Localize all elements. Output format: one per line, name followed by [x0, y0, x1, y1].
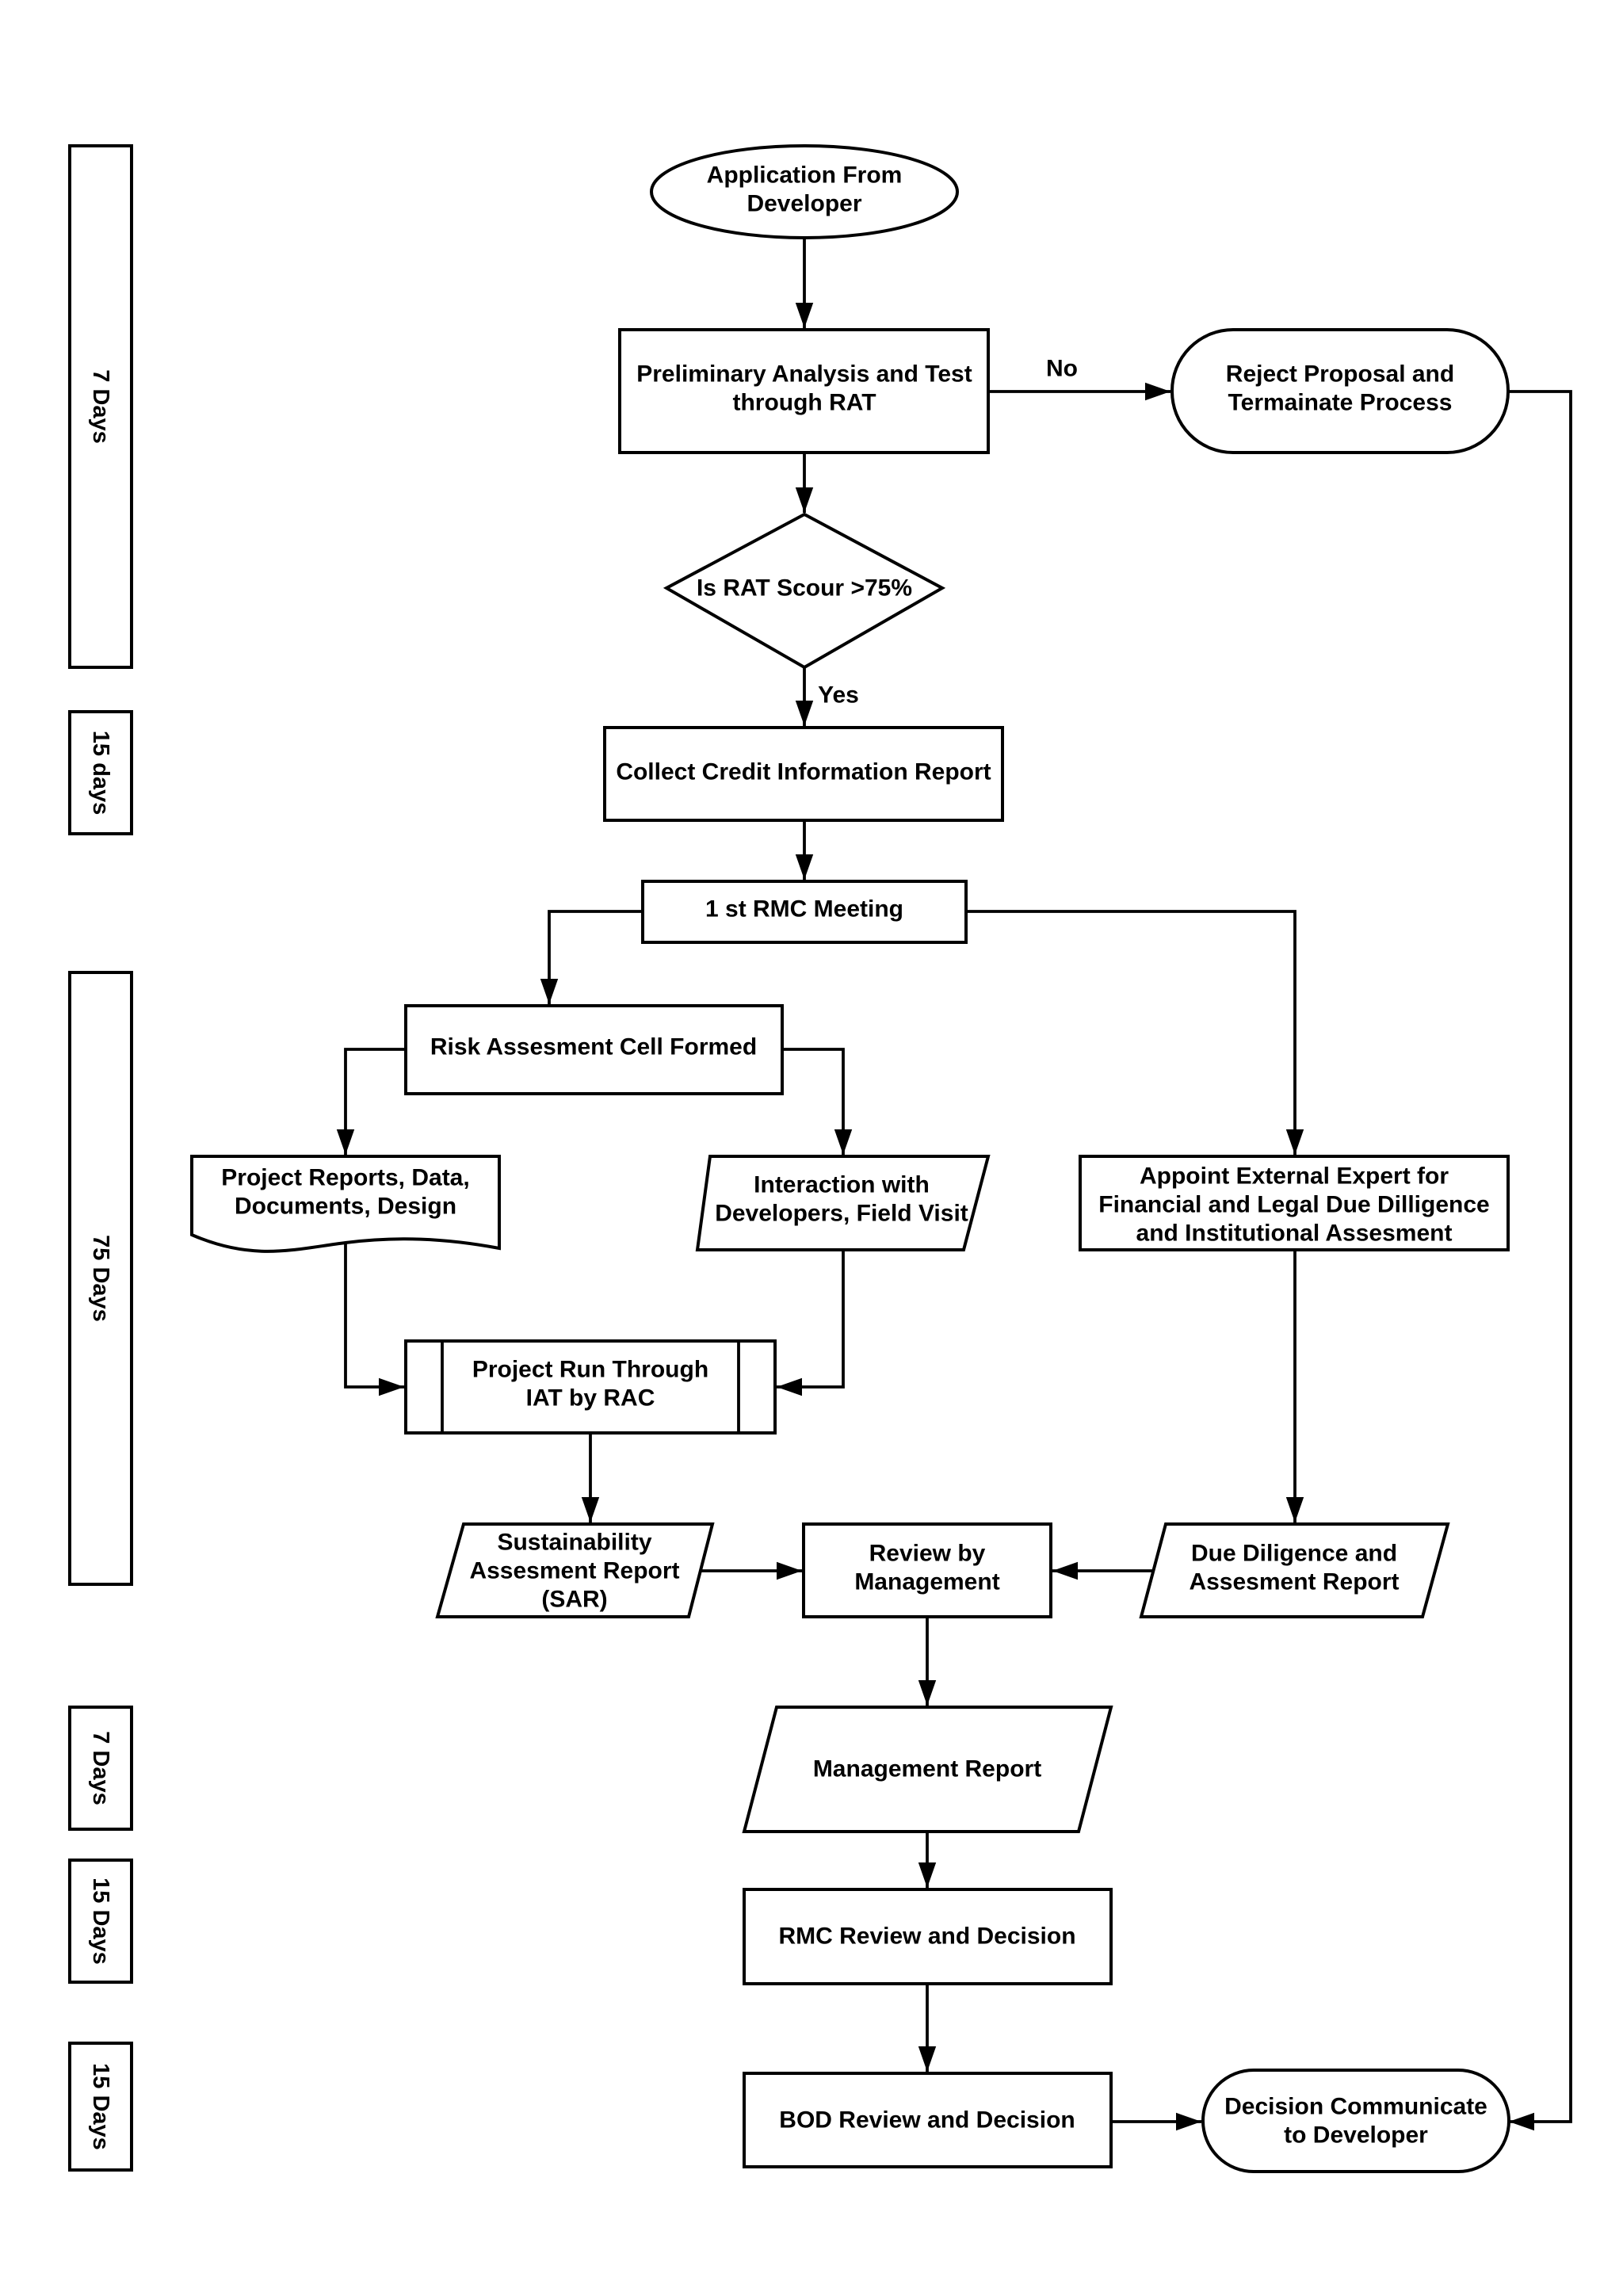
node-label: IAT by RAC [526, 1385, 655, 1412]
time-lane: 15 Days [68, 1859, 133, 1984]
time-lane-label: 15 Days [88, 2063, 113, 2150]
node-label: Assesment Report [469, 1558, 679, 1584]
time-lane: 15 days [68, 710, 133, 835]
node-label: (SAR) [541, 1587, 607, 1613]
time-lane: 15 Days [68, 2042, 133, 2172]
node-label: Appoint External Expert for [1140, 1163, 1449, 1190]
node-label: RMC Review and Decision [778, 1924, 1075, 1950]
node-bod-review: BOD Review and Decision [743, 2072, 1113, 2168]
connector-risk-cell-to-reports [336, 1048, 406, 1155]
node-label: through RAT [732, 390, 876, 416]
node-label: Developer [747, 191, 861, 217]
node-external-expert: Appoint External Expert for Financial an… [1079, 1155, 1510, 1251]
connector-reject-to-decision [1508, 390, 1572, 2131]
time-lane: 7 Days [68, 1706, 133, 1831]
node-risk-cell: Risk Assesment Cell Formed [404, 1004, 784, 1095]
node-rat-decision: Is RAT Scour >75% [663, 512, 946, 670]
node-label: Interaction with [754, 1172, 930, 1198]
node-due-diligence: Due Diligence and Assesment Report [1139, 1522, 1450, 1618]
node-preliminary: Preliminary Analysis and Test through RA… [618, 328, 990, 454]
node-project-reports: Project Reports, Data, Documents, Design [190, 1155, 501, 1253]
node-label: Reject Proposal and [1226, 361, 1454, 388]
node-label: Documents, Design [235, 1194, 456, 1220]
node-label: Management Report [813, 1756, 1041, 1782]
edge-label-yes: Yes [818, 682, 859, 709]
node-label: Financial and Legal Due Dilligence [1098, 1192, 1489, 1218]
node-decision-communicate: Decision Communicate to Developer [1201, 2069, 1510, 2173]
node-label: Risk Assesment Cell Formed [430, 1034, 757, 1060]
node-label: BOD Review and Decision [779, 2107, 1075, 2134]
node-interaction: Interaction with Developers, Field Visit [695, 1155, 991, 1251]
node-label: Management [854, 1569, 999, 1595]
edge-label-no: No [1046, 356, 1078, 382]
node-rmc-meeting: 1 st RMC Meeting [641, 880, 968, 944]
time-lane-label: 7 Days [88, 1731, 113, 1805]
node-label: Project Run Through [472, 1357, 708, 1383]
node-label: Review by [869, 1541, 986, 1567]
node-label: Decision Communicate [1224, 2094, 1487, 2120]
node-sar: Sustainability Assesment Report (SAR) [435, 1522, 715, 1618]
node-rmc-review: RMC Review and Decision [743, 1888, 1113, 1985]
node-label: to Developer [1284, 2122, 1428, 2149]
connector-interaction-to-iat [777, 1250, 845, 1396]
node-label: Sustainability [497, 1530, 651, 1556]
time-lane: 75 Days [68, 971, 133, 1586]
time-lane-label: 75 Days [88, 1235, 113, 1322]
time-lane-label: 15 Days [88, 1878, 113, 1965]
node-label: Termainate Process [1228, 390, 1453, 416]
node-label: Due Diligence and [1191, 1541, 1397, 1567]
node-management-report: Management Report [742, 1706, 1113, 1833]
node-label: Application From [707, 162, 903, 189]
node-label: Developers, Field Visit [715, 1201, 968, 1227]
time-lane-label: 15 days [88, 731, 113, 815]
node-label: and Institutional Assesment [1136, 1221, 1453, 1247]
connector-rmc-to-external-expert [966, 910, 1304, 1155]
node-label: Is RAT Scour >75% [697, 575, 912, 602]
node-label: Preliminary Analysis and Test [636, 361, 972, 388]
node-review-management: Review by Management [802, 1522, 1052, 1618]
connector-reports-to-iat [344, 1243, 404, 1396]
node-label: Project Reports, Data, [221, 1165, 469, 1191]
time-lane: 7 Days [68, 144, 133, 669]
node-credit-report: Collect Credit Information Report [603, 726, 1004, 822]
time-lane-label: 7 Days [88, 369, 113, 444]
node-label: Assesment Report [1189, 1569, 1399, 1595]
node-reject: Reject Proposal and Termainate Process [1170, 328, 1510, 454]
node-label: 1 st RMC Meeting [705, 896, 903, 923]
node-iat: Project Run Through IAT by RAC [404, 1339, 777, 1435]
node-label: Collect Credit Information Report [616, 759, 991, 785]
connector-rmc-to-risk-cell [540, 910, 643, 1004]
connector-risk-cell-to-interaction [782, 1048, 853, 1155]
node-application: Application From Developer [650, 144, 959, 239]
connectors [336, 238, 1572, 2131]
